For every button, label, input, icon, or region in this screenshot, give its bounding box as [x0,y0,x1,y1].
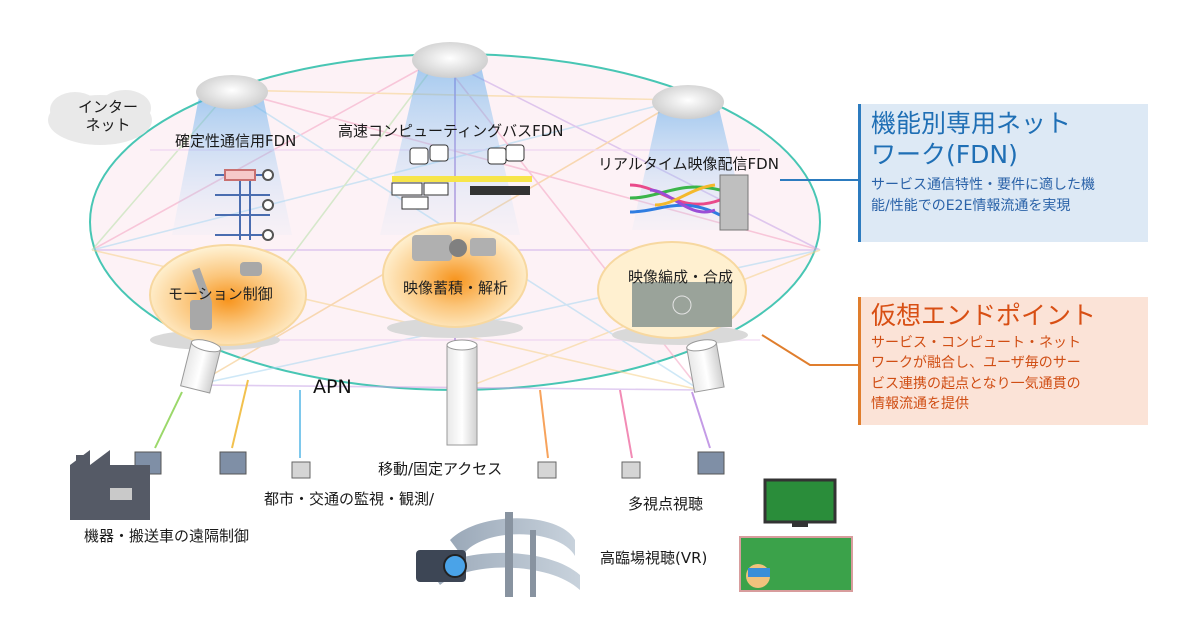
fdn-panel-title: 機能別専用ネット ワーク(FDN) [871,109,1072,170]
camera-icon [412,235,496,261]
internet-label: インター ネット [78,98,139,134]
realtime-video-fdn-icon [629,174,749,231]
panel-leaders [761,179,858,366]
solar-panel-icons [134,451,725,475]
motion-control-label: モーション制御 [168,285,273,303]
deterministic-fdn-label: 確定性通信用FDN [175,132,297,150]
factory-icon [70,450,150,520]
soccer-field-image [632,282,732,327]
video-storage-label: 映像蓄積・解析 [403,279,509,297]
access-cylinders [180,339,725,446]
virtual-endpoint-panel: 仮想エンドポイント サービス・コンピュート・ネット ワークが融合し、ユーザ毎のサ… [858,297,1148,425]
remote-control-label: 機器・搬送車の遠隔制御 [84,527,250,545]
fdn-disks [196,42,724,119]
vep-panel-description: サービス・コンピュート・ネット ワークが融合し、ユーザ毎のサー ビス連携の起点と… [871,335,1081,412]
highway-city-image [416,512,580,597]
city-monitoring-label: 都市・交通の監視・観測/ [264,490,435,508]
device-cube-icons [291,461,641,479]
vep-panel-title: 仮想エンドポイント [871,301,1097,330]
tv-icon [763,478,837,527]
video-compose-label: 映像編成・合成 [628,268,734,286]
access-links [154,379,711,459]
hpc-fdn-label: 高速コンピューティングバスFDN [338,122,564,140]
fdn-info-panel: 機能別専用ネット ワーク(FDN) サービス通信特性・要件に適した機 能/性能で… [858,104,1148,242]
cloud-icon [48,90,152,145]
mobile-fixed-access-label: 移動/固定アクセス [378,460,503,478]
vr-viewer-image [739,536,853,592]
multiview-label: 多視点視聴 [628,495,704,513]
deterministic-fdn-icon [215,169,274,241]
fdn-panel-description: サービス通信特性・要件に適した機 能/性能でのE2E情報流通を実現 [871,176,1095,214]
robot-arm-icon [190,262,262,330]
vr-view-label: 高臨場視聴(VR) [600,549,708,567]
gpu-bus-icon [391,144,532,210]
realtime-fdn-label: リアルタイム映像配信FDN [598,155,779,173]
apn-label: APN [313,376,352,398]
